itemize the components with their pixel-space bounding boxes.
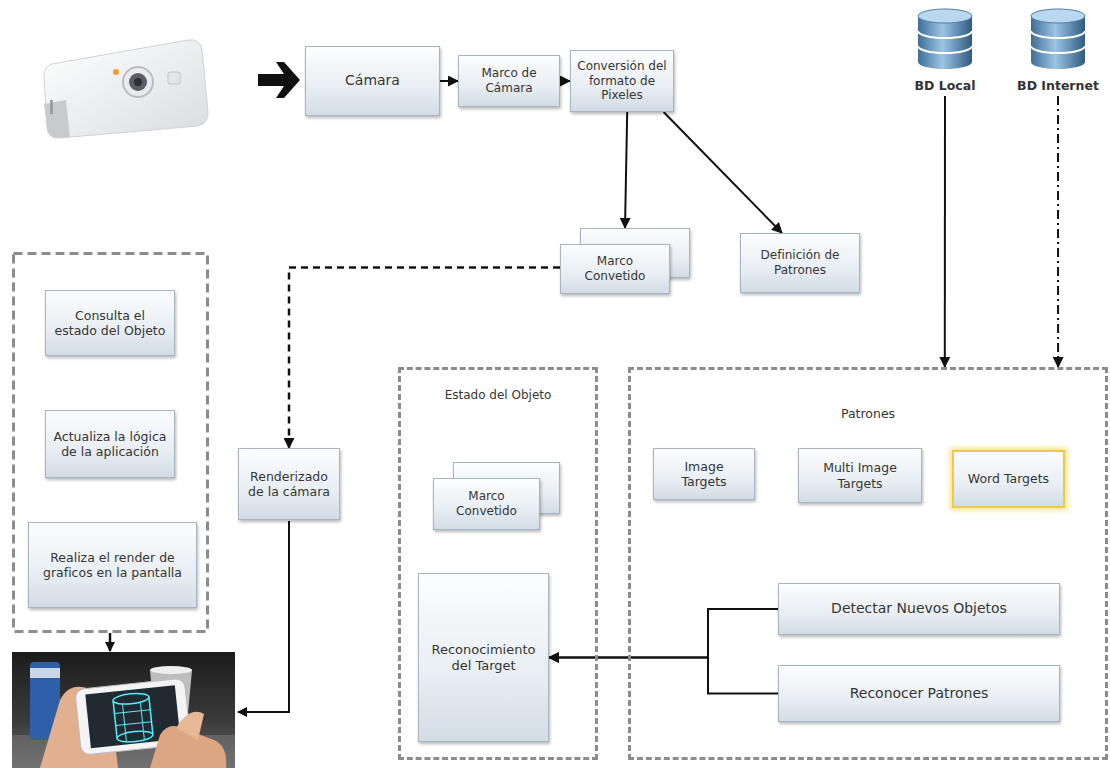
node-label: Estado del Objeto xyxy=(433,388,563,403)
dashed-group: Estado del ObjetoMarco ConvetidoReconoci… xyxy=(398,367,598,760)
database-cylinder xyxy=(915,6,975,72)
connector-arrow xyxy=(625,112,627,228)
target-box: Multi Image Targets xyxy=(798,448,922,503)
target-box: Image Targets xyxy=(653,448,755,500)
process-box: Conversión del formato de Pixeles xyxy=(570,50,674,112)
front-frame-card: Marco Convetido xyxy=(433,478,540,530)
node-label: Patrones xyxy=(768,406,968,422)
node-label: Detectar Nuevos Objetos xyxy=(831,600,1007,617)
app-loop-group xyxy=(14,254,208,632)
front-frame-card: Marco Convetido xyxy=(560,244,670,294)
frame-stack: Marco Convetido xyxy=(433,462,560,530)
node-label: Cámara xyxy=(345,72,400,89)
node-label: Consulta el estado del Objeto xyxy=(52,308,168,339)
node-label: Definición de Patrones xyxy=(747,248,853,277)
process-box: Cámara xyxy=(305,46,440,116)
database-icon: BD Internet xyxy=(1008,4,1108,96)
connector-arrow xyxy=(560,80,570,82)
group-to-screen-arrow xyxy=(109,633,112,651)
node-label: Marco de Cámara xyxy=(465,66,553,95)
node-label: Word Targets xyxy=(968,471,1049,486)
connector-arrow xyxy=(944,96,946,367)
node-label: Reconocimiento del Target xyxy=(425,642,542,674)
node-label: Marco Convetido xyxy=(440,489,533,518)
connector-arrow xyxy=(549,609,778,658)
process-box: Detectar Nuevos Objetos xyxy=(778,583,1060,635)
node-label: Reconocer Patrones xyxy=(850,685,989,702)
process-box: Reconocimiento del Target xyxy=(418,573,549,742)
node-label: Actualiza la lógica de la aplicación xyxy=(52,429,168,460)
connector-arrow xyxy=(289,268,560,448)
process-box: Actualiza la lógica de la aplicación xyxy=(45,410,175,478)
node-label: BD Local xyxy=(895,78,995,93)
process-box: Definición de Patrones xyxy=(740,233,860,293)
process-box: Realiza el render de graficos en la pant… xyxy=(28,522,197,608)
process-box: Reconocer Patrones xyxy=(778,665,1060,722)
database-icon: BD Local xyxy=(895,4,995,96)
connector-arrow xyxy=(664,112,782,233)
connector-arrow xyxy=(1057,96,1059,367)
node-label: Multi Image Targets xyxy=(805,460,915,491)
phone-illustration xyxy=(44,40,208,138)
database-cylinder xyxy=(1028,6,1088,72)
process-box: Marco de Cámara xyxy=(458,55,560,107)
node-label: Realiza el render de graficos en la pant… xyxy=(35,550,190,581)
node-label: Image Targets xyxy=(660,459,748,490)
node-label: Renderizado de la cámara xyxy=(245,469,333,500)
target-box: Word Targets xyxy=(952,450,1065,508)
ar-photo xyxy=(12,652,235,768)
process-box: Renderizado de la cámara xyxy=(238,448,340,520)
process-box: Consulta el estado del Objeto xyxy=(45,290,175,356)
dashed-group: PatronesImage Targets Multi Image Targets… xyxy=(628,367,1108,760)
big-arrow xyxy=(258,62,300,98)
node-label: Conversión del formato de Pixeles xyxy=(577,59,667,103)
connector-arrow xyxy=(549,658,778,694)
node-label: Marco Convetido xyxy=(567,254,663,283)
node-label: BD Internet xyxy=(1008,78,1108,93)
frame-stack: Marco Convetido xyxy=(560,228,690,294)
connector-arrow xyxy=(440,80,458,82)
render-to-screen-arrow xyxy=(238,521,289,712)
